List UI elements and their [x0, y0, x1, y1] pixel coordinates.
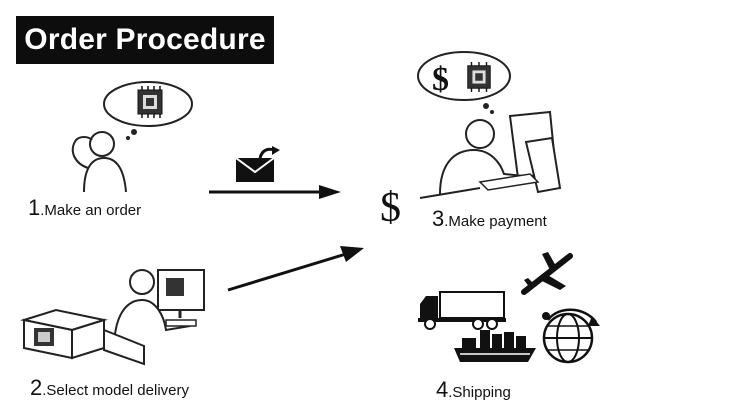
step-3-text: .Make payment: [444, 213, 547, 230]
step-2-label: 2.Select model delivery: [30, 375, 189, 401]
step-3-number: 3: [432, 206, 445, 231]
ship-icon: [454, 330, 536, 362]
chip-icon: [467, 62, 491, 92]
step-3-label: 3.Make payment: [432, 206, 547, 232]
box-icon: [20, 308, 108, 360]
airplane-icon: [521, 252, 573, 295]
chip-icon: [137, 86, 163, 118]
step-4-text: .Shipping: [448, 384, 511, 401]
dollar-sign-icon: $: [432, 61, 449, 98]
envelope-icon: [235, 146, 280, 182]
step-1-text: .Make an order: [40, 202, 142, 219]
step-2-number: 2: [30, 375, 43, 400]
page-title: Order Procedure: [24, 23, 266, 56]
step-1-number: 1: [28, 195, 41, 220]
truck-icon: [418, 291, 506, 330]
title-banner: Order Procedure: [16, 16, 274, 64]
person-computer-icon: [419, 110, 562, 199]
dollar-sign-icon: $: [380, 185, 401, 231]
step-4-number: 4: [436, 377, 449, 402]
person-computer-icon: [103, 269, 205, 366]
arrow-icon: [227, 246, 364, 292]
person-thinking-icon: [71, 131, 127, 193]
step-1-label: 1.Make an order: [28, 195, 141, 221]
step-2-text: .Select model delivery: [42, 382, 189, 399]
arrow-icon: [209, 185, 341, 199]
globe-icon: [542, 308, 600, 364]
step-4-label: 4.Shipping: [436, 377, 511, 403]
